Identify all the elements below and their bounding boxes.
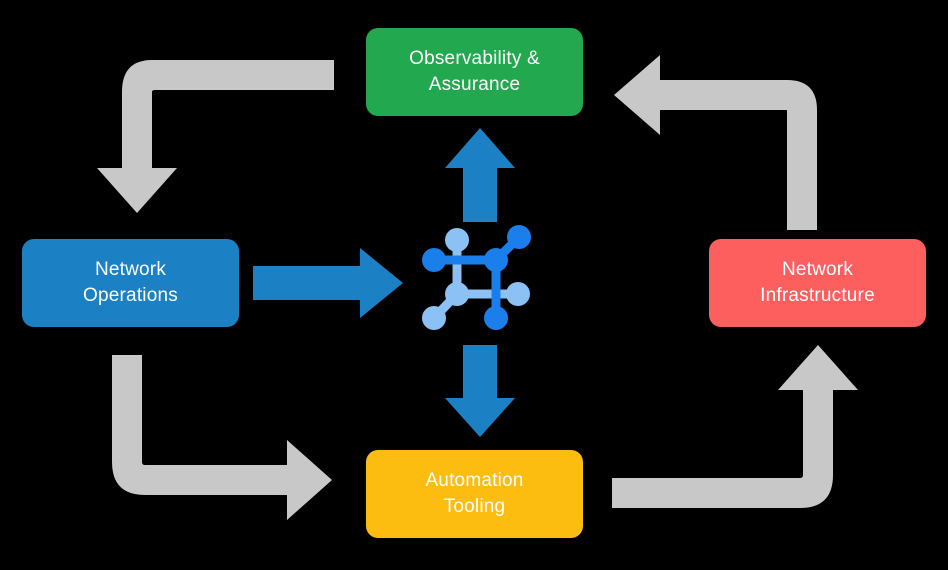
node-network-operations[interactable]: Network Operations (22, 239, 239, 327)
node-observability-assurance-label: Observability & Assurance (409, 48, 540, 95)
node-automation-tooling-label: Automation Tooling (425, 470, 524, 517)
arrow-observability-to-operations (97, 60, 334, 213)
node-network-operations-label: Network Operations (83, 259, 178, 306)
arrow-infrastructure-to-observability (614, 55, 817, 230)
arrow-operations-to-center (253, 248, 403, 318)
arrow-automation-to-infrastructure (612, 345, 858, 508)
node-network-infrastructure[interactable]: Network Infrastructure (709, 239, 926, 327)
node-observability-assurance[interactable]: Observability & Assurance (366, 28, 583, 116)
arrow-operations-to-automation (112, 355, 332, 520)
node-automation-tooling[interactable]: Automation Tooling (366, 450, 583, 538)
node-network-infrastructure-label: Network Infrastructure (760, 259, 875, 306)
arrow-center-to-automation (445, 345, 515, 437)
arrow-center-to-observability (445, 128, 515, 222)
network-topology-icon (422, 225, 531, 330)
